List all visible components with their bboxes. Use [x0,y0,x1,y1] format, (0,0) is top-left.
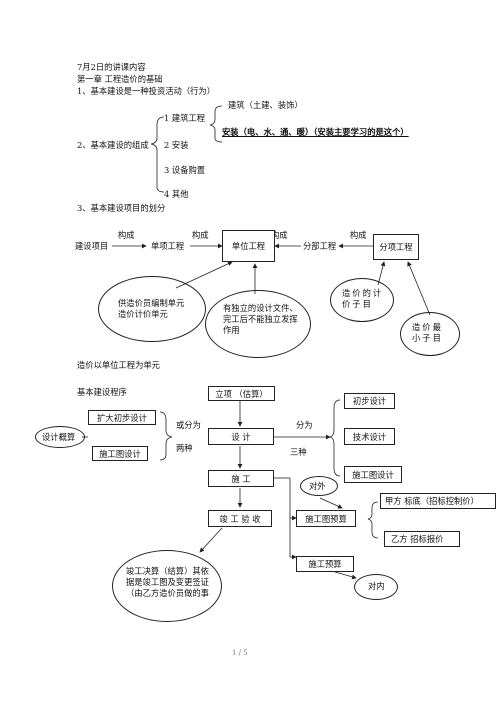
composition-item-equipment: 3 设备购置 [164,165,206,175]
bubble-pricing-subitem [330,278,394,322]
section1-heading: 1、基本建设是一种投资活动（行为） [77,86,216,96]
building-item-civil: 建筑（土建、装饰） [228,100,303,110]
step-approval: 立项 （估算） [208,386,275,401]
composition-item-building: 1 建筑工程 [164,113,206,123]
three-kinds-label: 三种 [290,447,307,457]
node-division-project: 分部工程 [303,241,337,251]
node-item-project: 分项工程 [373,234,419,260]
composition-item-install: 2 安装 [164,140,189,150]
page-number: 1 / 5 [232,649,248,657]
bubble-external-text: 对外 [309,481,326,491]
relation-label: 构成 [118,230,135,240]
design-preliminary: 初步设计 [344,393,395,409]
brace-design-left [159,411,173,461]
party-b-bid: 乙方 招标报价 [384,531,460,547]
composition-item-other: 4 其他 [164,189,189,199]
date-line: 7月2日的讲课内容 [77,62,146,72]
bubble-unit-pricing-text: 供造价员编制单元造价计价单元 [118,298,185,319]
bubble-final-accounts-text: 竣工决算（结算）其依据是竣工图及变更签证（由乙方造价员做的事 [126,566,209,598]
step-completion-acceptance: 竣 工 验 收 [208,510,272,527]
brace-composition [150,116,165,193]
bubble-final-accounts [112,550,222,622]
chapter-title: 第一章 工程造价的基础 [77,74,163,84]
bubble-design-estimate [35,426,85,448]
design-drawing-left: 施工图设计 [92,446,148,461]
step-construction: 施 工 [208,470,274,487]
party-a-bid: 甲方 标底（招标控制价） [380,493,496,509]
procedure-heading: 基本建设程序 [77,387,127,397]
bubble-internal-text: 对内 [368,581,385,591]
composition-label: 2、基本建设的组成 [77,140,149,150]
brace-party [367,501,379,539]
relation-label: 构成 [271,230,288,240]
building-item-install: 安装（电、水、通、暖）（安装主要学习的是这个） [222,127,409,137]
bubble-independent-design-text: 有独立的设计文件、完工后不能独立发挥作用 [223,303,298,335]
bubble-unit-pricing [98,276,206,342]
bubble-smallest-subitem-text: 造价最小子目 [412,322,443,343]
section3-heading: 3、基本建设项目的划分 [77,203,166,213]
construction-budget: 施工预算 [296,556,354,572]
divided-label: 分为 [296,420,313,430]
drawing-budget: 施工图预算 [296,510,356,527]
node-unit-project: 单位工程 [222,230,275,262]
design-technical: 技术设计 [344,428,395,445]
relation-label: 构成 [192,230,209,240]
brace-design-right [329,399,341,477]
two-kinds-label: 两种 [176,443,193,453]
bubble-external [300,476,338,496]
bubble-internal [354,574,398,600]
node-single-project: 单项工程 [151,241,185,251]
bubble-pricing-subitem-text: 造价的计价子目 [342,288,384,309]
relation-label: 构成 [350,230,367,240]
step-design: 设 计 [208,428,274,445]
unit-note: 造价以单位工程为单元 [77,360,160,370]
design-drawing-right: 施工图设计 [344,466,402,483]
node-construction-project: 建设项目 [75,241,109,251]
bubble-smallest-subitem [400,312,460,356]
bubble-independent-design [205,290,311,358]
design-expanded-preliminary: 扩大初步设计 [88,410,156,425]
or-divided-label: 或分为 [176,420,201,430]
brace-building [209,105,223,143]
bubble-design-estimate-text: 设计概算 [42,432,76,442]
